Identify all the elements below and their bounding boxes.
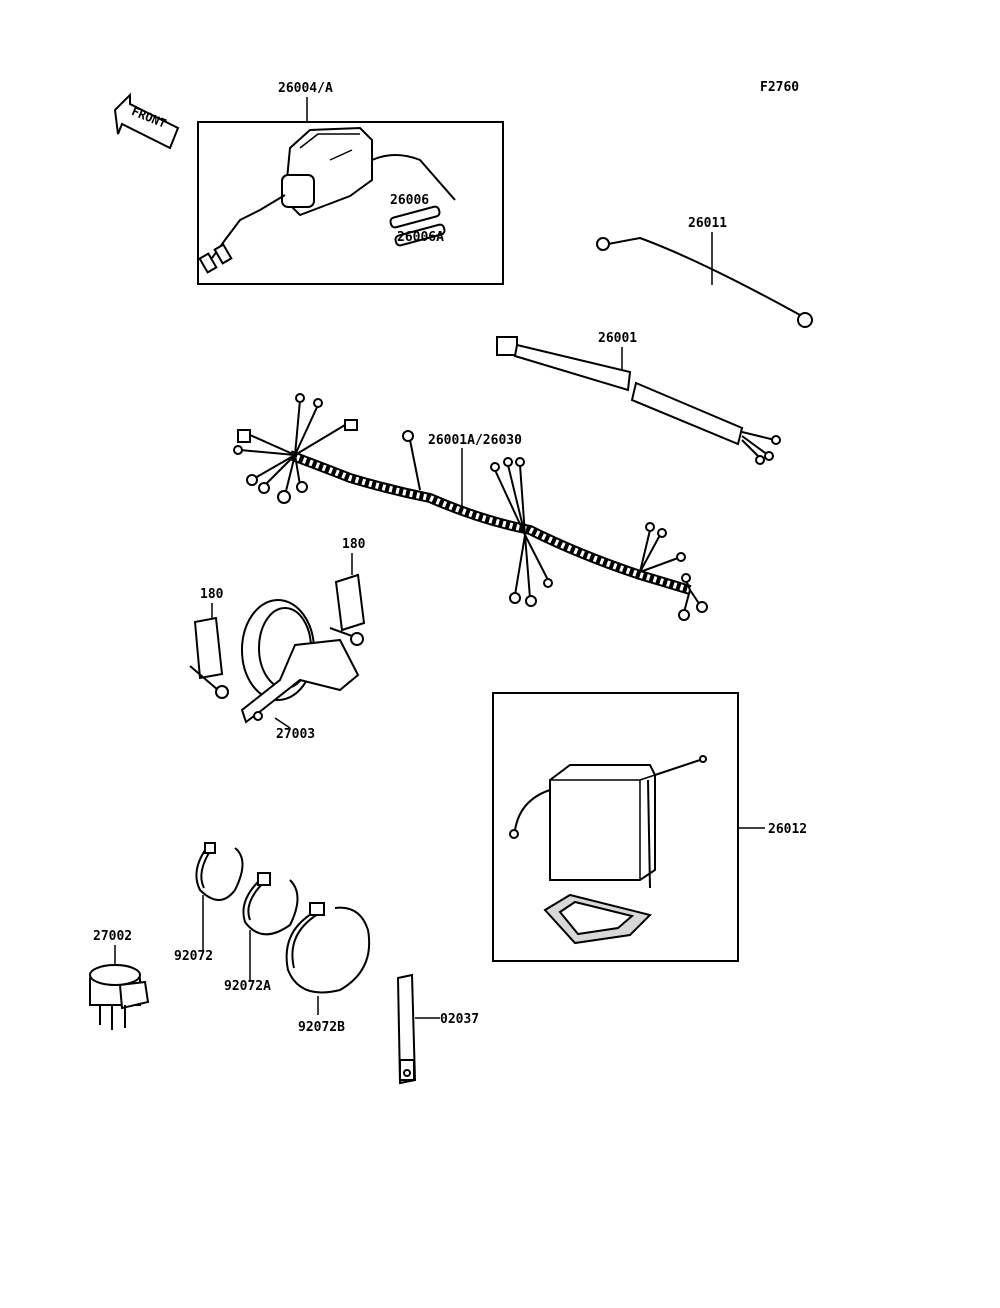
figure-code: F2760 — [760, 80, 799, 95]
fuse-26006a — [394, 223, 446, 247]
label-26006: 26006 — [390, 193, 429, 208]
label-180-right: 180 — [342, 537, 366, 552]
label-26006a: 26006A — [397, 230, 444, 245]
label-27002: 27002 — [93, 929, 132, 944]
label-02037: 02037 — [440, 1012, 479, 1027]
cdi-unit-group: 26004/A 26006 26006A — [197, 81, 504, 285]
battery-group: 26012 — [492, 692, 807, 962]
horn-assembly: 180 180 27003 — [189, 537, 366, 742]
label-26011: 26011 — [688, 216, 727, 231]
battery-box — [492, 692, 739, 962]
label-92072b: 92072B — [298, 1020, 345, 1035]
lead-26001: 26001 — [496, 331, 781, 465]
ground-cable: 26011 — [596, 216, 813, 328]
main-wiring-harness: 26001A/26030 — [233, 393, 708, 621]
strap-02037: 02037 — [396, 973, 479, 1085]
label-27003: 27003 — [276, 727, 315, 742]
relay-27002: 27002 — [89, 929, 150, 1030]
band-92072: 92072 — [174, 842, 244, 964]
label-26001a: 26001A/26030 — [428, 433, 522, 448]
label-92072: 92072 — [174, 949, 213, 964]
label-180-left: 180 — [200, 587, 224, 602]
battery — [549, 764, 656, 881]
label-92072a: 92072A — [224, 979, 271, 994]
label-26001: 26001 — [598, 331, 637, 346]
label-26004: 26004/A — [278, 81, 333, 96]
front-arrow-icon: FRONT — [113, 92, 180, 150]
label-26012: 26012 — [768, 822, 807, 837]
fuse-26006 — [389, 205, 441, 229]
cdi-unit-box — [197, 121, 504, 285]
band-92072b: 92072B — [285, 902, 371, 1035]
band-92072a: 92072A — [224, 872, 299, 994]
